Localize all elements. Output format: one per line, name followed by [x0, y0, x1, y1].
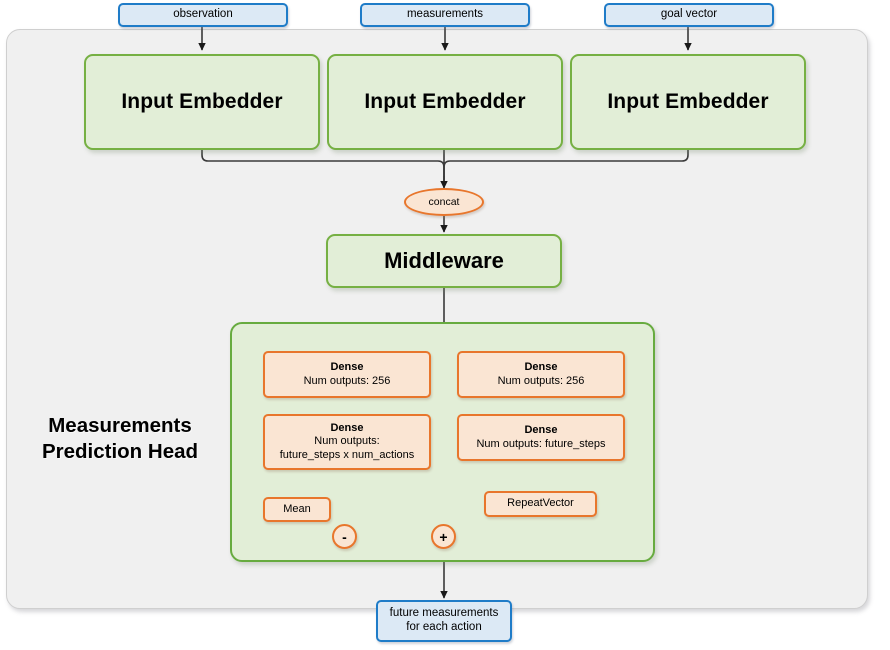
input-measurements[interactable]: measurements — [360, 3, 530, 27]
block-input-embedder-2[interactable]: Input Embedder — [327, 54, 563, 150]
mean-label: Mean — [283, 502, 311, 515]
left-dense-1-title: Dense — [330, 361, 364, 374]
input-goal-vector-label: goal vector — [660, 8, 718, 21]
layer-mean[interactable]: Mean — [263, 497, 331, 522]
left-dense-2-outputs: Num outputs: — [314, 435, 380, 448]
right-dense-2-title: Dense — [524, 424, 558, 437]
output-line1: future measurements — [389, 607, 499, 620]
output-future-measurements[interactable]: future measurements for each action — [376, 600, 512, 642]
head-label: Measurements Prediction Head — [14, 413, 226, 464]
op-subtract[interactable]: - — [332, 524, 357, 549]
block-input-embedder-1[interactable]: Input Embedder — [84, 54, 320, 150]
layer-right-dense-1[interactable]: Dense Num outputs: 256 — [457, 351, 625, 398]
block-input-embedder-3[interactable]: Input Embedder — [570, 54, 806, 150]
input-measurements-label: measurements — [406, 8, 484, 21]
add-symbol: + — [439, 528, 448, 545]
op-add[interactable]: + — [431, 524, 456, 549]
subtract-symbol: - — [342, 528, 347, 545]
left-dense-1-outputs: Num outputs: 256 — [303, 374, 391, 387]
layer-right-dense-2[interactable]: Dense Num outputs: future_steps — [457, 414, 625, 461]
repeat-vector-label: RepeatVector — [507, 497, 574, 510]
input-goal-vector[interactable]: goal vector — [604, 3, 774, 27]
right-dense-2-outputs: Num outputs: future_steps — [476, 437, 606, 450]
input-embedder-1-label: Input Embedder — [121, 90, 283, 114]
left-dense-2-shape: future_steps x num_actions — [279, 448, 415, 461]
middleware-label: Middleware — [384, 247, 504, 273]
output-line2: for each action — [406, 621, 482, 633]
input-embedder-3-label: Input Embedder — [607, 90, 769, 114]
input-embedder-2-label: Input Embedder — [364, 90, 526, 114]
input-observation-label: observation — [173, 8, 233, 21]
op-concat[interactable]: concat — [404, 188, 484, 216]
layer-repeat-vector[interactable]: RepeatVector — [484, 491, 597, 517]
layer-left-dense-1[interactable]: Dense Num outputs: 256 — [263, 351, 431, 398]
layer-left-dense-2[interactable]: Dense Num outputs: future_steps x num_ac… — [263, 414, 431, 470]
left-dense-2-title: Dense — [330, 422, 364, 435]
input-observation[interactable]: observation — [118, 3, 288, 27]
block-middleware[interactable]: Middleware — [326, 234, 562, 288]
right-dense-1-outputs: Num outputs: 256 — [497, 374, 585, 387]
head-label-line1: Measurements — [48, 414, 192, 437]
head-label-line2: Prediction Head — [41, 439, 199, 463]
right-dense-1-title: Dense — [524, 361, 558, 374]
concat-label: concat — [428, 195, 460, 208]
